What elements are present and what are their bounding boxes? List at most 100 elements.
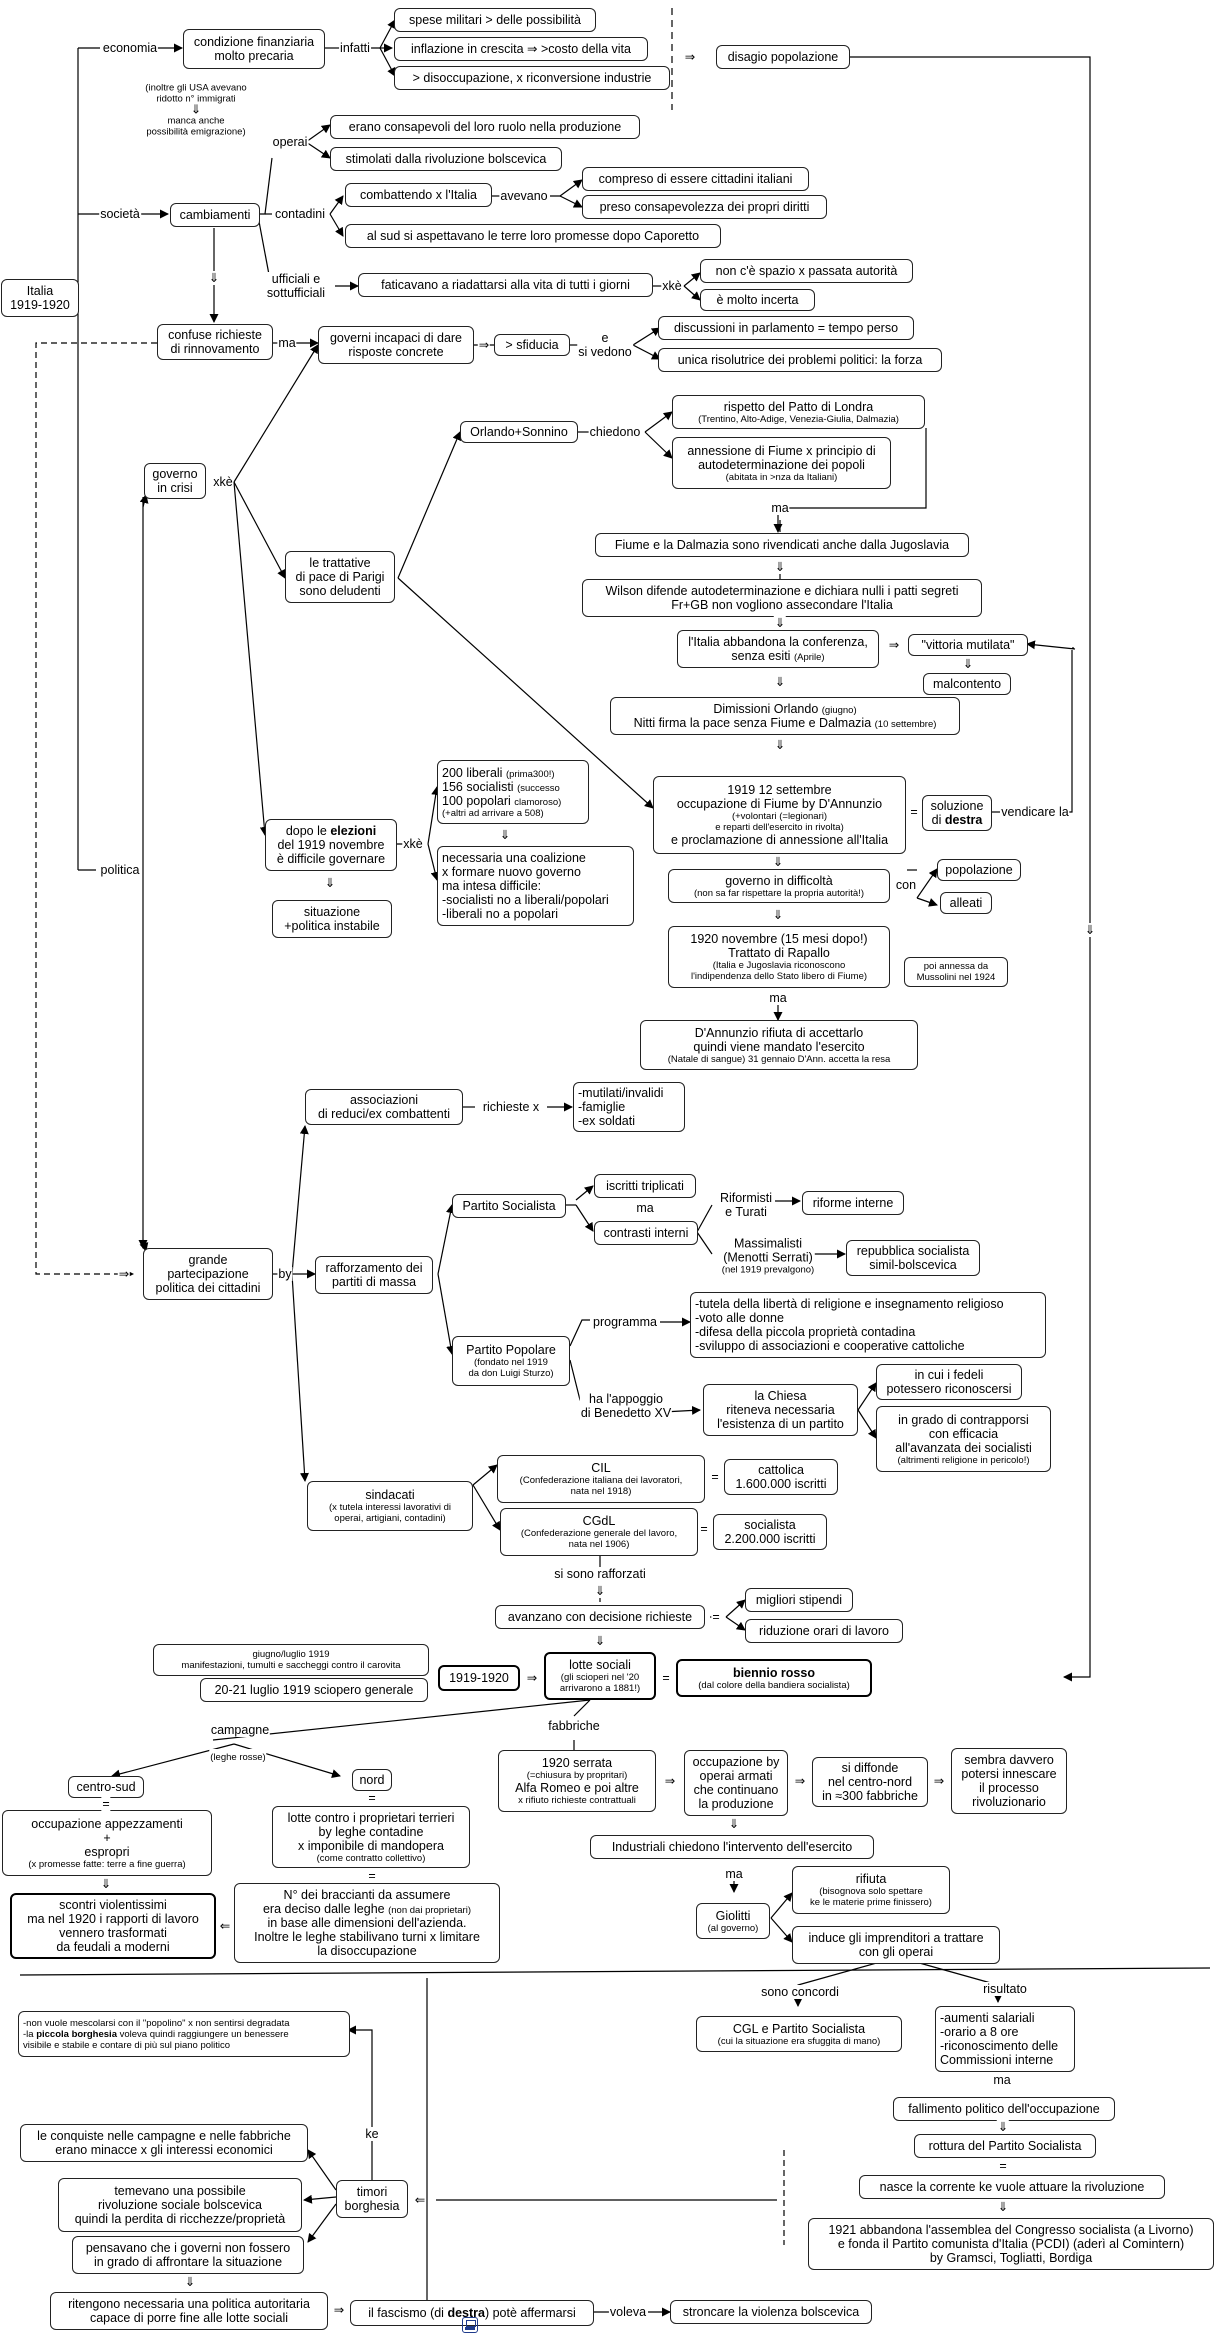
label-sono-concordi: sono concordi	[760, 1985, 840, 1999]
label-down-situazione: ⇓	[323, 876, 337, 890]
node-mutilati: -mutilati/invalidi-famiglie-ex soldati	[573, 1082, 685, 1132]
label-economia: economia	[101, 41, 159, 55]
node-giolitti: Giolitti(al governo)	[696, 1903, 770, 1939]
node-italia-abbandona: l'Italia abbandona la conferenza,senza e…	[677, 630, 879, 668]
node-aumenti: -aumenti salariali-orario a 8 ore-ricono…	[935, 2006, 1075, 2072]
node-stimolati: stimolati dalla rivoluzione bolscevica	[330, 147, 562, 171]
label-down-pensavano: ⇓	[183, 2275, 197, 2289]
node-iscritti-triplicati: iscritti triplicati	[594, 1174, 696, 1198]
label-avevano: avevano	[499, 189, 549, 203]
label-contadini: contadini	[273, 207, 327, 221]
node-piccola-borghesia: -non vuole mescolarsi con il "popolino" …	[18, 2011, 350, 2057]
label-equals-rottura: =	[998, 2159, 1008, 2173]
label-equals-cil: =	[710, 1470, 720, 1484]
label-equals-nord: =	[367, 1791, 377, 1805]
label-implies-diffonde: ⇒	[932, 1774, 946, 1788]
node-wilson: Wilson difende autodeterminazione e dich…	[582, 579, 982, 617]
node-unica-risolutrice: unica risolutrice dei problemi politici:…	[658, 348, 942, 372]
node-alleati: alleati	[940, 892, 992, 914]
node-fiume-dalmazia: Fiume e la Dalmazia sono rivendicati anc…	[595, 533, 969, 557]
node-fallimento: fallimento politico dell'occupazione	[893, 2097, 1115, 2121]
label-fabbriche: fabbriche	[547, 1719, 601, 1733]
node-1919-1920: 1919-1920	[438, 1665, 520, 1691]
label-implies-disagio: ⇒	[683, 50, 697, 64]
node-disagio: disagio popolazione	[716, 45, 850, 69]
label-campagne: campagne	[209, 1723, 271, 1737]
node-disoccupazione: > disoccupazione, x riconversione indust…	[394, 66, 670, 90]
node-avanzano: avanzano con decisione richieste	[495, 1605, 705, 1629]
node-pcdi: 1921 abbandona l'assemblea del Congresso…	[808, 2218, 1214, 2270]
label-equals-nord-2: =	[367, 1869, 377, 1883]
label-down-6: ⇓	[771, 908, 785, 922]
node-sciopero-generale: 20-21 luglio 1919 sciopero generale	[200, 1678, 428, 1702]
node-partito-socialista: Partito Socialista	[452, 1194, 566, 1218]
mindmap-logo-icon[interactable]	[462, 2317, 478, 2333]
node-consapevoli: erano consapevoli del loro ruolo nella p…	[330, 115, 640, 139]
node-cambiamenti: cambiamenti	[170, 203, 260, 227]
label-xke-2: xkè	[212, 475, 234, 489]
node-cil: CIL(Confederazione italiana dei lavorato…	[497, 1455, 705, 1503]
label-implied-by-timori: ⇐	[413, 2193, 427, 2207]
node-inflazione: inflazione in crescita ⇒ >costo della vi…	[394, 37, 648, 61]
node-vittoria-mutilata: "vittoria mutilata"	[908, 634, 1028, 656]
node-discussioni: discussioni in parlamento = tempo perso	[658, 316, 914, 340]
node-migliori-stipendi: migliori stipendi	[745, 1588, 853, 1612]
label-xke-1: xkè	[661, 279, 683, 293]
label-vendicare: vendicare la	[1000, 805, 1070, 819]
node-biennio-rosso: biennio rosso(dal colore della bandiera …	[676, 1659, 872, 1697]
node-malcontento: malcontento	[923, 673, 1011, 695]
label-ma-1: ma	[277, 336, 297, 350]
label-ke: ke	[364, 2127, 380, 2141]
label-infatti: infatti	[339, 41, 371, 55]
label-implies-fascismo: ⇒	[332, 2303, 346, 2317]
label-right-down: ⇓	[1083, 923, 1097, 937]
node-liberali: 200 liberali (prima300!) 156 socialisti …	[437, 760, 589, 824]
label-down-3: ⇓	[773, 675, 787, 689]
label-down-malcontento: ⇓	[961, 657, 975, 671]
label-implies-grande: ⇒	[117, 1267, 131, 1281]
node-fascismo: il fascismo (di destra) potè affermarsi	[350, 2300, 594, 2326]
node-rottura: rottura del Partito Socialista	[914, 2134, 1096, 2158]
label-down-lotte: ⇓	[593, 1634, 607, 1648]
label-con: con	[894, 878, 918, 892]
node-sindacati: sindacati(x tutela interessi lavorativi …	[307, 1481, 473, 1531]
node-preso-consapevolezza: preso consapevolezza dei propri diritti	[582, 195, 827, 219]
label-riformisti: Riformisti e Turati	[718, 1191, 774, 1219]
node-compreso: compreso di essere cittadini italiani	[582, 167, 809, 191]
label-equals-avanzano: =	[711, 1610, 721, 1624]
node-tutela: -tutela della libertà di religione e ins…	[690, 1292, 1046, 1358]
node-serrata: 1920 serrata(=chiusura by propritari)Alf…	[498, 1750, 656, 1812]
node-nasce-corrente: nasce la corrente ke vuole attuare la ri…	[859, 2175, 1165, 2199]
node-cgdl: CGdL(Confederazione generale del lavoro,…	[500, 1508, 698, 1556]
label-down-2: ⇓	[773, 616, 787, 630]
label-richieste-x: richieste x	[481, 1100, 541, 1114]
label-down-cambiamenti: ⇓	[207, 271, 221, 285]
label-down-4: ⇓	[773, 738, 787, 752]
